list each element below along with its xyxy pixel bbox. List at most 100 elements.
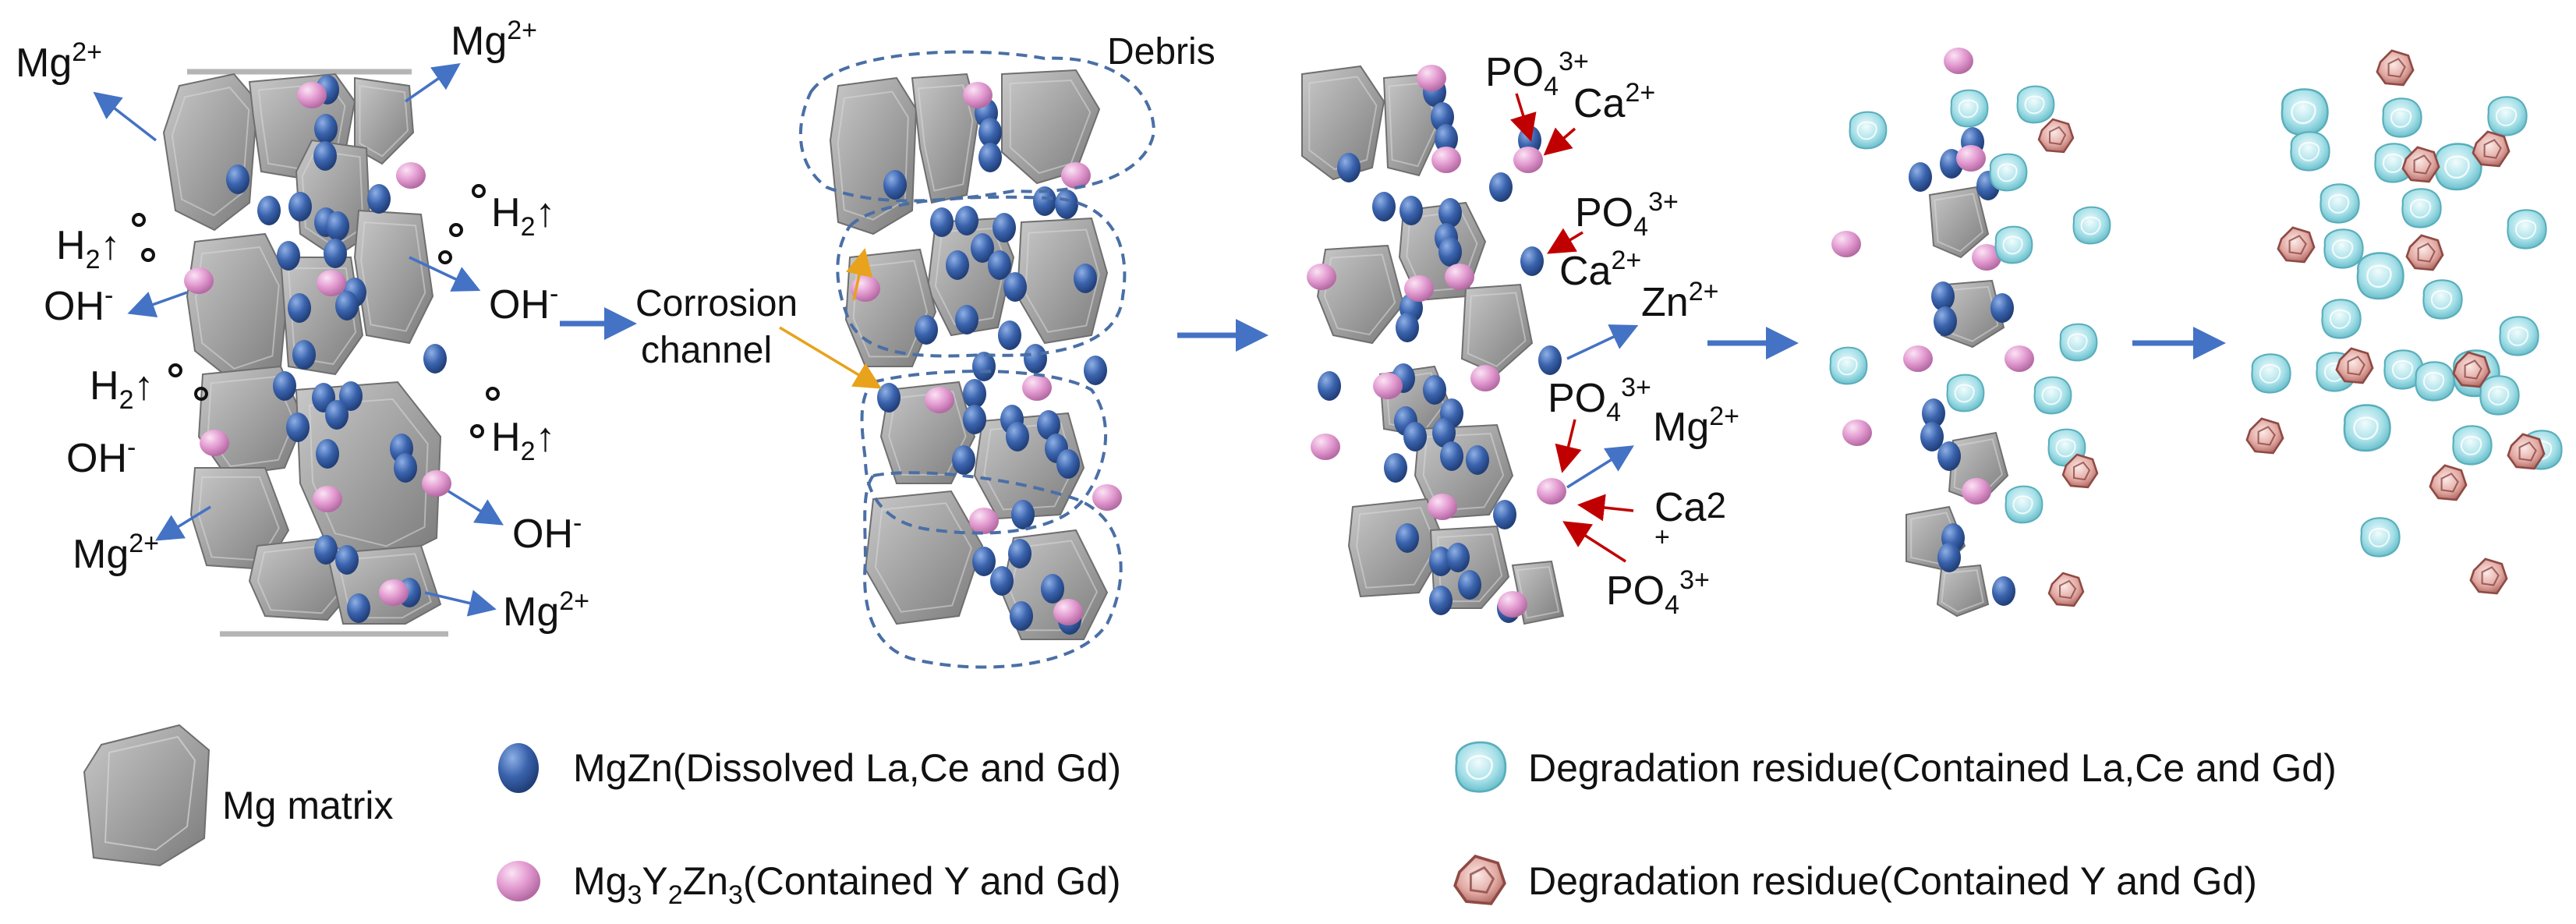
residue-cyan	[2033, 376, 2072, 415]
legend-residue-cyan: Degradation residue(Contained La,Ce and …	[1455, 741, 2337, 793]
mgzn-particle	[1024, 344, 1047, 373]
residue-pink	[2429, 464, 2468, 501]
label-h2-right: H2↑	[491, 190, 555, 242]
mgzn-particle	[273, 371, 296, 401]
label-mg-bottom-right: Mg2+	[503, 586, 589, 635]
mgzn-particle	[1520, 246, 1544, 276]
y-phase-particle	[1307, 264, 1336, 290]
mgzn-particle	[930, 207, 954, 237]
mgzn-particle	[978, 118, 1002, 147]
degradation-residues	[1829, 85, 2111, 607]
label-mg-top-right: Mg2+	[451, 16, 537, 64]
mg-grain	[1936, 564, 1990, 618]
residue-cyan	[2360, 517, 2401, 558]
mgzn-particle	[314, 114, 338, 143]
mgzn-particle	[1384, 453, 1407, 483]
panel-1-alloy	[162, 69, 451, 637]
y-phase-particle	[963, 82, 993, 108]
mgzn-particle	[325, 400, 349, 430]
mgzn-particle	[963, 379, 986, 409]
mgzn-particle	[993, 213, 1016, 243]
mgzn-particle	[1403, 422, 1427, 451]
mgzn-particle	[1084, 356, 1107, 385]
label-oh-left: OH-	[44, 281, 113, 329]
mgzn-particle	[1934, 306, 1957, 336]
label-zn: Zn2+	[1641, 277, 1718, 325]
mgzn-particle	[972, 352, 996, 381]
mgzn-particle-icon	[498, 743, 539, 793]
mgzn-particle	[314, 535, 338, 565]
residue-pink	[2037, 118, 2075, 154]
y-phase-particle	[379, 579, 409, 606]
mgzn-particle	[1372, 192, 1396, 221]
mgzn-particle	[1931, 281, 1955, 311]
residue-cyan	[2356, 252, 2404, 300]
mgzn-particle	[955, 206, 978, 235]
y-phase-particle	[1053, 599, 1083, 625]
y-phase-particle	[297, 82, 327, 108]
label-h2-right-lower: H2↑	[491, 415, 555, 466]
arrow-ca-lower	[1577, 494, 1634, 522]
legend: Mg matrix MgZn(Dissolved La,Ce and Gd) M…	[83, 724, 2337, 910]
mgzn-particle	[1990, 293, 2014, 323]
residue-pink	[2472, 130, 2511, 168]
panel-5-final-residue	[2245, 49, 2563, 595]
residue-cyan	[1849, 111, 1888, 150]
h2-bubbles	[132, 184, 500, 438]
y-phase-particle	[1842, 420, 1872, 446]
y-phase-particle	[1311, 434, 1340, 460]
label-po4-mid: PO43+	[1575, 187, 1679, 242]
mgzn-particle	[226, 165, 249, 194]
mgzn-particle	[1992, 576, 2015, 606]
arrow-mg-top-right	[405, 63, 461, 103]
mgzn-particle	[423, 344, 447, 373]
residue-pink	[2401, 146, 2440, 183]
residue-pink	[1453, 855, 1506, 905]
legend-mg-matrix: Mg matrix	[83, 724, 393, 867]
mg-grain	[864, 490, 984, 625]
mgzn-particle	[1466, 445, 1489, 475]
residue-cyan	[2343, 404, 2391, 452]
residue-cyan	[1946, 373, 1985, 412]
label-channel: channel	[641, 330, 772, 371]
mgzn-particle	[915, 315, 938, 345]
y-phase-particle	[1513, 147, 1543, 173]
mgzn-particle	[1056, 449, 1080, 479]
residue-pink	[2452, 351, 2491, 388]
mgzn-particle	[286, 412, 310, 442]
residue-cyan	[1989, 153, 2028, 192]
mgzn-particle	[335, 291, 359, 320]
second-phase-particles	[1831, 48, 2034, 606]
mgzn-particle	[1074, 264, 1097, 293]
mg-grain	[353, 209, 434, 345]
y-phase-particle	[1498, 591, 1527, 618]
residue-cyan	[2479, 375, 2520, 416]
mgzn-particle	[1493, 500, 1516, 529]
mgzn-particle	[955, 305, 978, 335]
mgzn-particle	[326, 211, 349, 241]
mgzn-particle	[394, 453, 417, 483]
mgzn-particle	[1920, 422, 1944, 451]
mgzn-particle	[367, 184, 391, 214]
mgzn-particle	[347, 593, 370, 623]
mgzn-particle	[1446, 543, 1470, 572]
mgzn-particle	[1011, 500, 1035, 529]
residue-cyan	[1455, 741, 1507, 793]
mgzn-particle	[1033, 186, 1056, 216]
mgzn-particle	[288, 192, 312, 221]
residue-cyan	[2415, 361, 2455, 402]
label-oh-left-lower: OH-	[66, 433, 136, 481]
mgzn-particle	[335, 545, 359, 575]
residue-pink	[2061, 453, 2099, 489]
residue-cyan	[2401, 188, 2442, 228]
arrow-mg-bottom-left	[155, 505, 211, 541]
y-phase-particle	[396, 162, 426, 189]
residue-pink	[2507, 433, 2546, 470]
y-phase-particle	[969, 508, 999, 534]
label-oh-right: OH-	[489, 279, 558, 327]
mgzn-particle	[883, 170, 907, 200]
mgzn-particle	[1055, 189, 1078, 219]
y-phase-particle	[1537, 478, 1566, 504]
